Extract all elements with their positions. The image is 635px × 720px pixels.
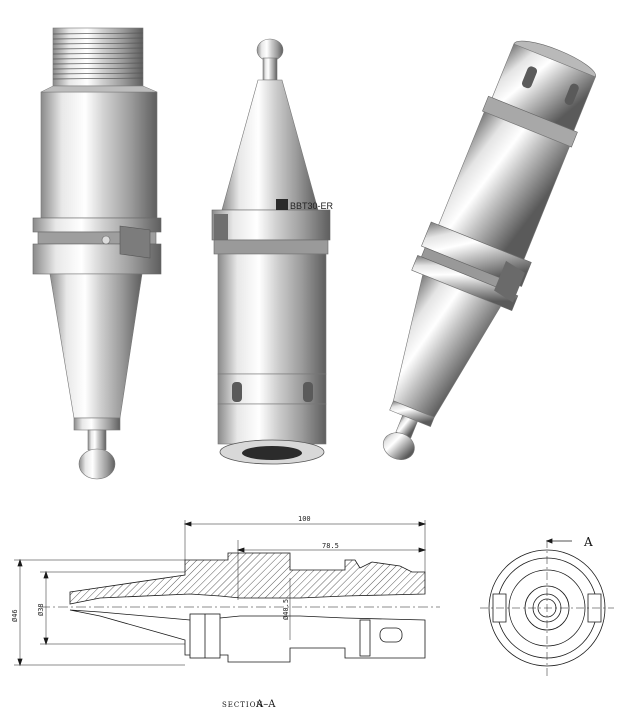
model-marking: BBT30-ER bbox=[276, 199, 334, 211]
dim-flange-diameter: Ø46 bbox=[11, 609, 19, 622]
tool-holder-right-view bbox=[382, 40, 596, 460]
dim-shank-diameter: Ø38 bbox=[37, 603, 45, 616]
section-drawing bbox=[14, 520, 440, 667]
tool-holder-left-view bbox=[32, 27, 162, 480]
tool-holder-middle-view: BBT30-ER bbox=[211, 38, 334, 465]
dim-bore-diameter: Ø40.5 bbox=[282, 599, 290, 620]
model-marking-text: BBT30-ER bbox=[290, 201, 334, 211]
section-marker: A bbox=[583, 535, 593, 549]
dim-total-length: 100 bbox=[298, 515, 311, 523]
thread-lines bbox=[52, 32, 144, 80]
section-caption-prefix: SECTION bbox=[222, 701, 264, 709]
dim-gauge-length: 78.5 bbox=[322, 542, 339, 550]
section-caption-value: A–A bbox=[255, 699, 276, 710]
end-view-drawing bbox=[480, 538, 614, 676]
